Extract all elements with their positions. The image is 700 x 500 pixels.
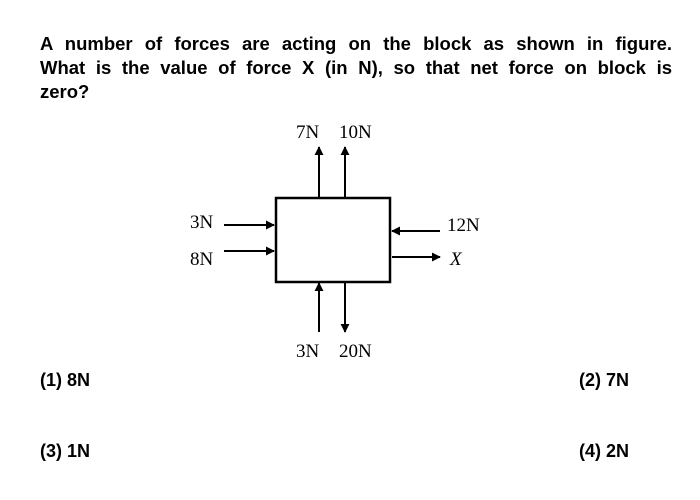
question-line-1: A number of forces are acting on the blo…	[40, 33, 672, 54]
label-left-top-force: 3N	[190, 212, 214, 233]
label-top-right-force: 10N	[339, 122, 372, 143]
block	[274, 196, 392, 284]
question-line-3: zero?	[40, 81, 90, 102]
label-right-bottom-force: X	[449, 249, 463, 270]
label-right-top-force: 12N	[447, 215, 480, 236]
label-top-left-force: 7N	[296, 122, 320, 143]
question-text: A number of forces are acting on the blo…	[40, 32, 672, 104]
label-bottom-right-force: 20N	[339, 341, 372, 362]
option-3[interactable]: (3) 1N	[40, 441, 91, 461]
option-1[interactable]: (1) 8N	[40, 370, 91, 390]
question-line-2: What is the value of force X (in N), so …	[40, 57, 672, 78]
label-left-bottom-force: 8N	[190, 249, 214, 270]
option-4[interactable]: (4) 2N	[579, 441, 630, 461]
option-2[interactable]: (2) 7N	[579, 370, 630, 390]
label-bottom-left-force: 3N	[296, 341, 320, 362]
